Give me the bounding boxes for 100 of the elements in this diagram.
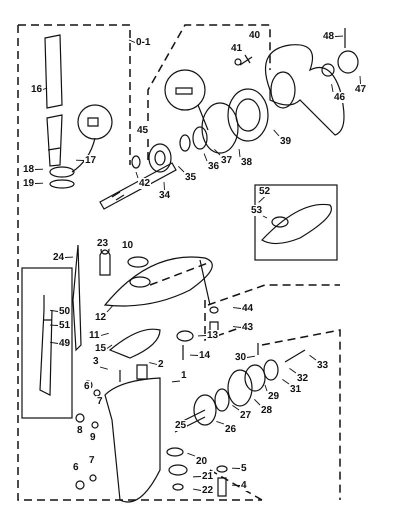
callout-number: 39: [279, 136, 292, 147]
callout-number: 45: [136, 125, 150, 136]
leader-line: [232, 484, 240, 486]
leader-line: [64, 256, 74, 258]
callout-number: 23: [96, 238, 110, 249]
leader-line: [50, 324, 58, 326]
callout-number: 49: [58, 338, 72, 349]
leader-line: [100, 366, 108, 370]
leader-line: [106, 344, 112, 349]
callout-number: 0-1: [135, 37, 152, 48]
callout-number: 1: [180, 370, 188, 381]
leader-line: [254, 398, 260, 406]
callout-number: 36: [207, 161, 220, 172]
callout-number: 18: [22, 164, 36, 175]
leader-line: [238, 148, 240, 158]
leader-line: [100, 332, 110, 336]
callout-number: 15: [94, 343, 108, 354]
leader-line: [198, 335, 206, 336]
leader-line: [246, 356, 256, 358]
leader-line: [50, 342, 58, 344]
callout-number: 9: [89, 432, 97, 443]
leader-line: [187, 452, 196, 456]
callout-number: 6: [83, 381, 91, 392]
callout-number: 26: [224, 424, 238, 435]
callout-number: 29: [267, 391, 280, 402]
callout-number: 7: [96, 396, 104, 407]
leader-line: [360, 76, 361, 84]
callout-number: 32: [296, 373, 310, 384]
leader-line: [264, 384, 268, 392]
callout-number: 19: [22, 178, 36, 189]
leader-line: [34, 182, 44, 184]
callout-number: 21: [201, 471, 214, 482]
callout-number: 6: [72, 462, 80, 473]
leader-line: [282, 378, 290, 384]
callout-number: 25: [174, 420, 188, 431]
callout-number: 10: [121, 240, 134, 251]
callout-number: 51: [58, 320, 72, 331]
leader-line: [273, 130, 280, 136]
leader-line: [136, 172, 138, 178]
callout-number: 38: [240, 157, 254, 168]
callout-number: 5: [240, 463, 248, 474]
callout-number: 27: [239, 410, 252, 421]
callout-number: 22: [201, 485, 214, 496]
callout-number: 52: [258, 186, 272, 197]
callout-number: 41: [230, 43, 244, 54]
leader-line: [34, 168, 44, 170]
leader-line: [334, 36, 344, 37]
callout-number: 50: [58, 306, 72, 317]
callout-number: 35: [184, 172, 198, 183]
callout-number: 28: [260, 405, 274, 416]
callout-number: 4: [240, 480, 248, 491]
callout-number: 20: [195, 456, 208, 467]
callout-number: 48: [322, 31, 336, 42]
leader-line: [76, 160, 84, 161]
leader-line: [204, 153, 208, 162]
callout-number: 17: [84, 155, 98, 166]
callout-number: 24: [52, 252, 66, 263]
callout-number: 46: [333, 92, 346, 103]
callout-number: 33: [316, 360, 330, 371]
leader-line: [190, 354, 198, 356]
leader-line: [192, 476, 202, 478]
callout-number: 13: [206, 330, 220, 341]
callout-number: 30: [234, 352, 248, 363]
leader-line: [42, 88, 48, 90]
callout-number: 40: [248, 30, 262, 41]
callout-number: 8: [76, 425, 84, 436]
callout-number: 7: [88, 455, 96, 466]
leader-line: [289, 368, 296, 374]
callout-number: 43: [241, 322, 254, 333]
callout-number: 31: [289, 384, 302, 395]
callout-number: 2: [157, 359, 165, 370]
leader-line: [262, 216, 268, 218]
leader-line: [232, 404, 240, 410]
leader-line: [309, 354, 316, 360]
leader-line: [232, 468, 240, 469]
callout-number: 47: [354, 84, 368, 95]
leader-line: [258, 196, 265, 203]
leader-line: [331, 84, 334, 92]
leader-line: [164, 182, 165, 190]
callout-number: 53: [250, 205, 264, 216]
callout-number: 16: [30, 84, 44, 95]
leader-line: [192, 488, 202, 491]
callout-number: 42: [138, 178, 152, 189]
callout-number: 44: [241, 303, 254, 314]
leader-line: [148, 362, 158, 365]
leader-line: [50, 310, 58, 312]
callout-number: 3: [92, 356, 100, 367]
callout-number: 12: [94, 312, 108, 323]
leader-line: [232, 307, 242, 309]
leader-line: [216, 421, 224, 424]
leader-line: [178, 166, 184, 172]
leader-line: [172, 380, 180, 382]
leader-line: [128, 40, 136, 43]
callout-number: 14: [198, 350, 212, 361]
leader-line: [106, 306, 113, 312]
callout-number: 34: [158, 190, 172, 201]
callout-number: 37: [220, 155, 234, 166]
leader-line: [214, 148, 220, 156]
callout-number: 11: [88, 330, 101, 341]
leader-line: [232, 326, 242, 328]
